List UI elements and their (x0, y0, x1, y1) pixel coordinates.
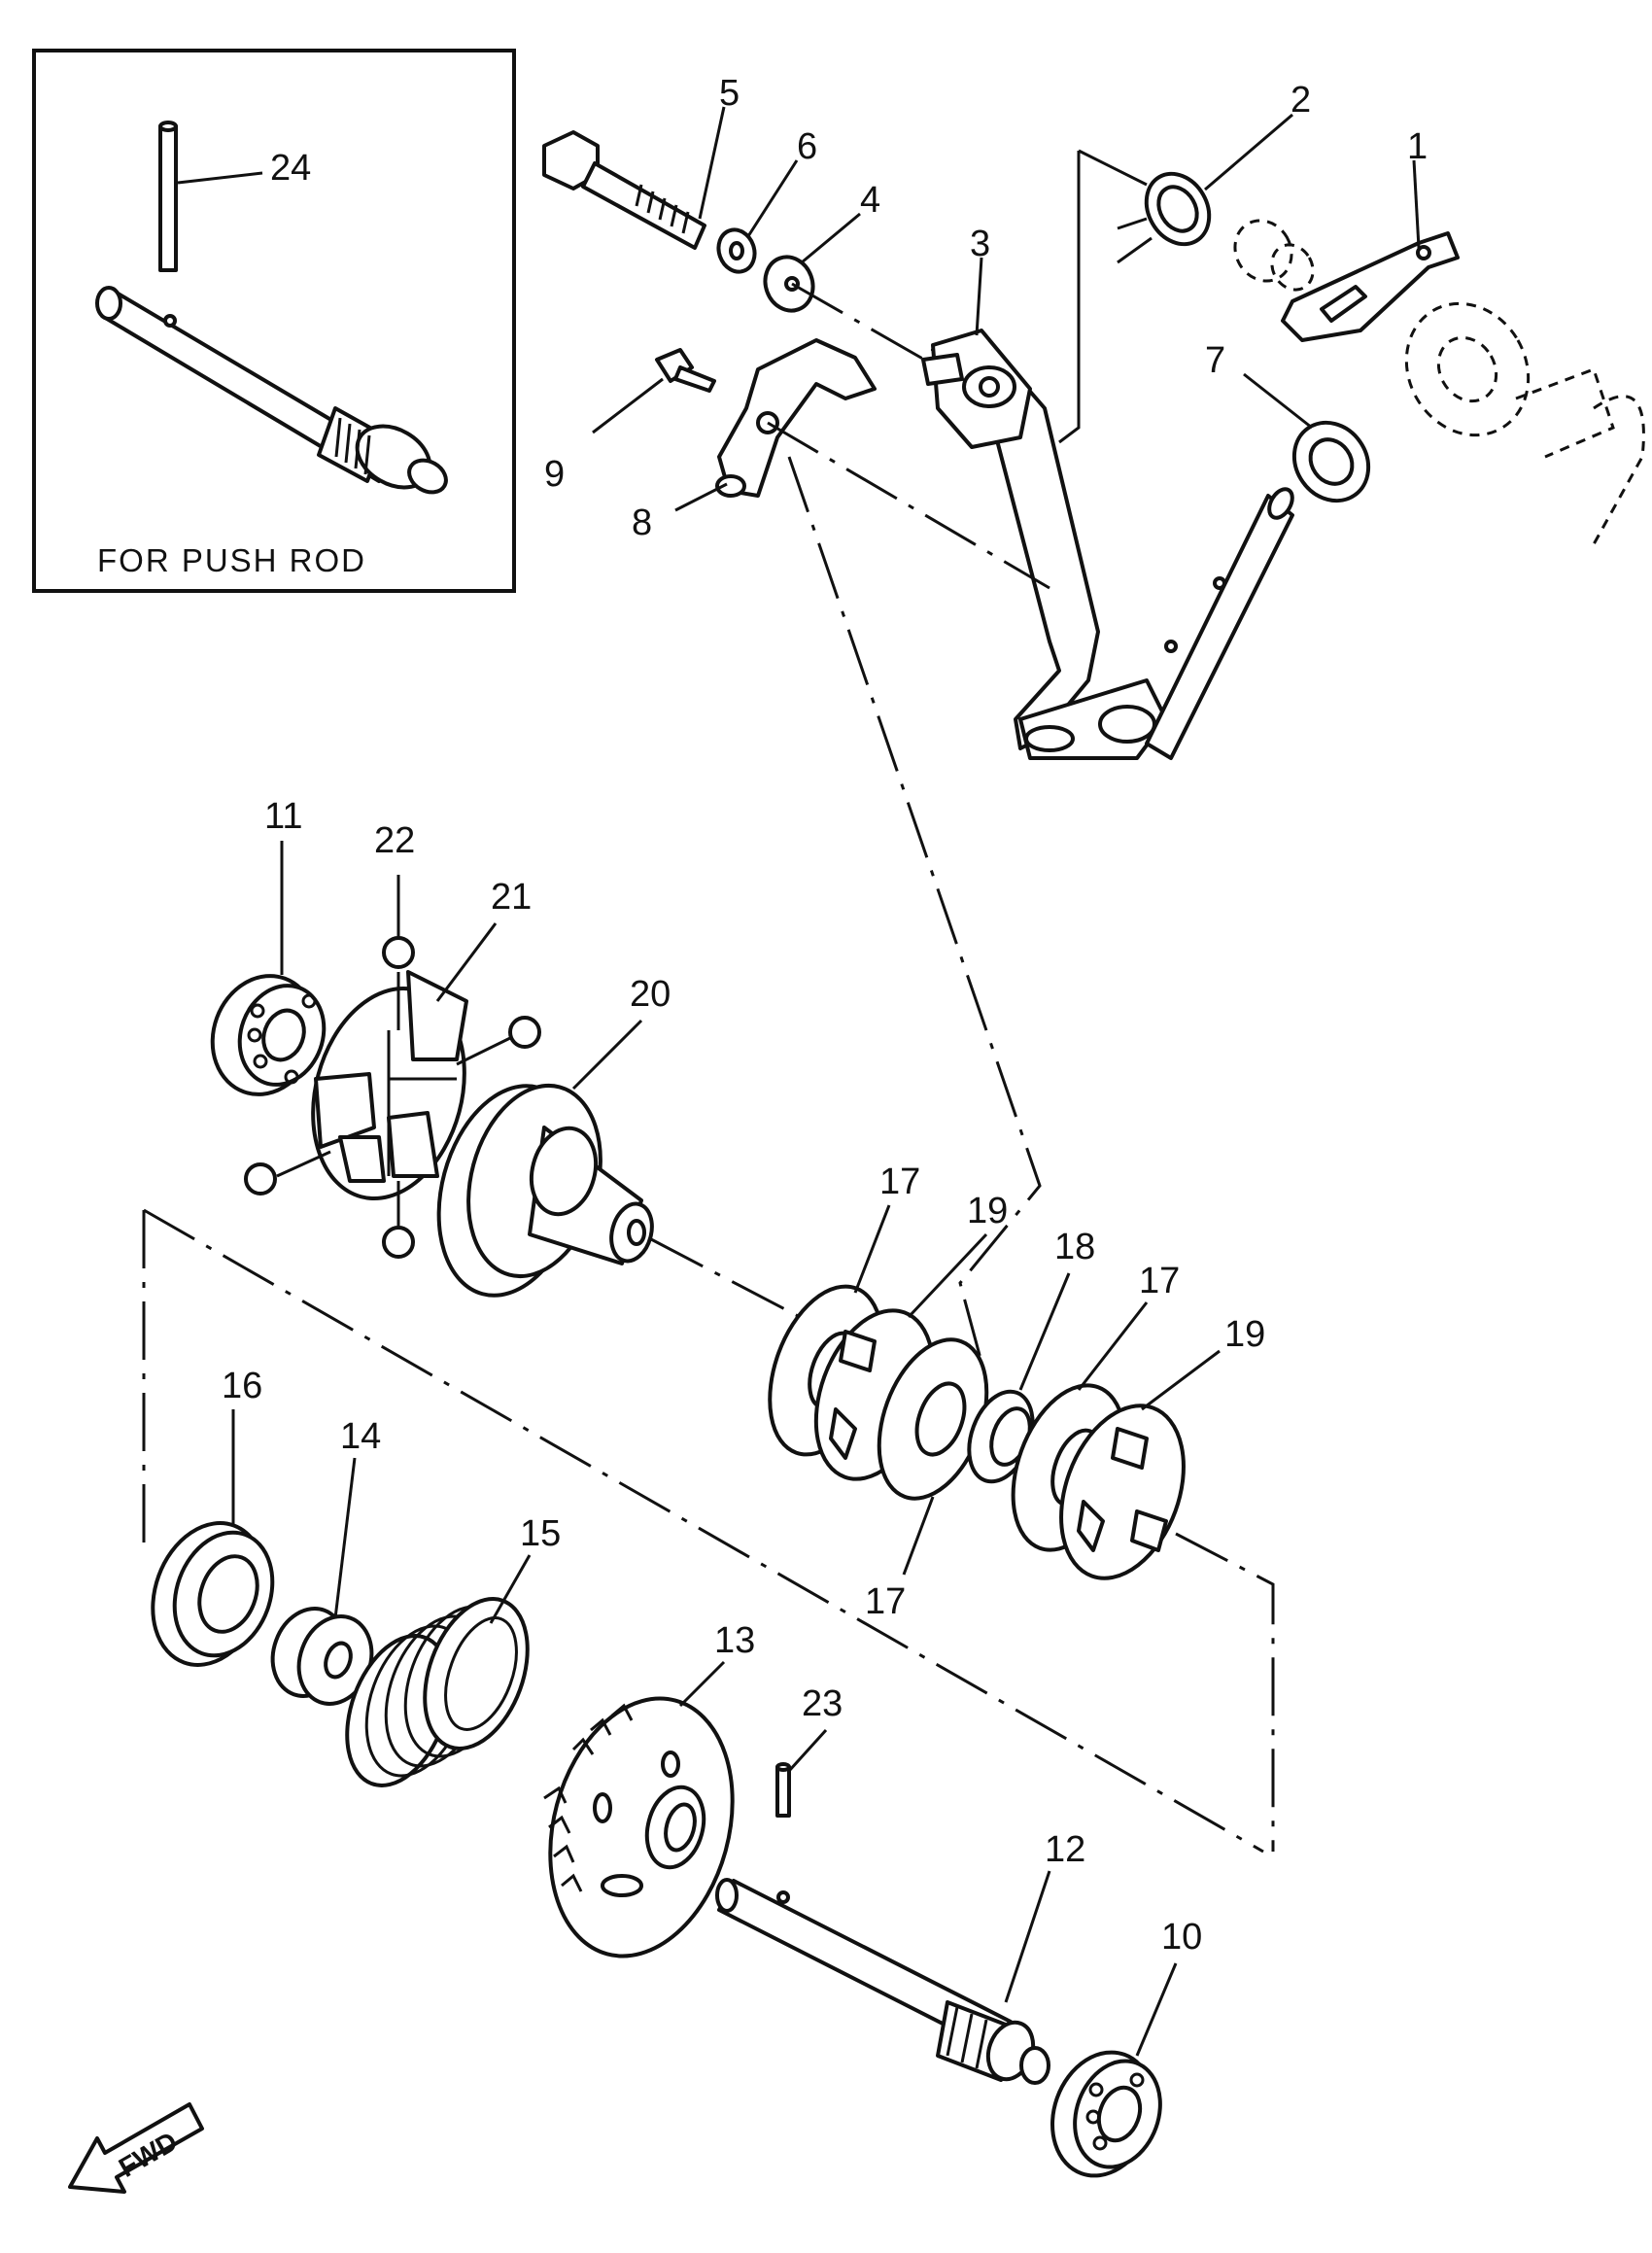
assembly-bracket-line (1058, 151, 1081, 444)
label-23: 23 (802, 1683, 843, 1724)
leader-17b (902, 1496, 935, 1576)
label-19a: 19 (967, 1191, 1008, 1231)
label-24: 24 (270, 148, 311, 189)
label-10: 10 (1161, 1917, 1202, 1958)
part-1-stopper-plate (1281, 231, 1460, 342)
crankcase-ghost (1404, 301, 1645, 545)
leader-17c (1077, 1301, 1149, 1391)
push-rod-shaft (95, 286, 448, 495)
part-13-kick-gear (543, 1696, 735, 1958)
inset-caption: FOR PUSH ROD (97, 542, 366, 578)
leader-5 (698, 106, 726, 220)
leader-9 (592, 377, 664, 434)
label-22: 22 (374, 820, 415, 861)
leader-23 (787, 1728, 828, 1773)
axis-line-3 (787, 456, 1042, 1381)
label-17b: 17 (865, 1581, 906, 1622)
leader-4 (801, 212, 861, 264)
label-12: 12 (1045, 1829, 1085, 1870)
leader-24 (177, 171, 263, 185)
leader-20 (571, 1019, 643, 1091)
label-6: 6 (797, 126, 817, 167)
part-19-spring-plate-b (1059, 1404, 1186, 1580)
axis-line-2 (767, 421, 1050, 590)
part-5-bolt (542, 130, 706, 250)
label-13: 13 (714, 1620, 755, 1661)
label-15: 15 (520, 1513, 561, 1554)
leader-14 (333, 1457, 357, 1619)
part-4-washer (763, 255, 815, 313)
part-8-bracket (715, 338, 877, 498)
label-11: 11 (264, 796, 302, 837)
part-24-pin (158, 121, 178, 272)
leader-19a (907, 1232, 988, 1319)
part-2-torsion-spring (1117, 171, 1212, 264)
part-15-coil-spring (345, 1597, 530, 1787)
part-23-pin (775, 1762, 791, 1818)
label-17a: 17 (879, 1161, 920, 1202)
label-21: 21 (491, 877, 532, 918)
leader-21 (435, 922, 498, 1002)
label-3: 3 (970, 224, 990, 264)
label-18: 18 (1054, 1227, 1095, 1267)
label-5: 5 (719, 73, 740, 114)
part-12-kick-axle (715, 1878, 1050, 2085)
axis-line-1 (791, 282, 934, 366)
leader-19b (1141, 1349, 1221, 1411)
part-10-bearing (1050, 2050, 1162, 2178)
part-9-screw (655, 348, 716, 393)
part-14-bushing (270, 1607, 374, 1706)
label-20: 20 (630, 974, 671, 1015)
leader-12 (1004, 1870, 1051, 2003)
label-9: 9 (544, 454, 565, 495)
leader-8 (674, 482, 728, 512)
part-22-balls (244, 936, 541, 1259)
part-21-ratchet-holder (311, 970, 468, 1201)
label-8: 8 (632, 503, 652, 543)
frame-line-right (1175, 1532, 1275, 1852)
leader-15 (489, 1554, 532, 1624)
push-rod-inset: FOR PUSH ROD 24 (32, 49, 516, 593)
leader-7 (1243, 372, 1313, 430)
leader-2 (1204, 113, 1293, 191)
leader-10 (1135, 1962, 1178, 2057)
label-17c: 17 (1139, 1261, 1180, 1301)
kick-axle (1145, 487, 1294, 760)
part-6-spring-washer (716, 227, 757, 274)
label-2: 2 (1291, 80, 1311, 121)
leader-18 (1018, 1272, 1071, 1391)
part-20-ratchet-wheel (436, 1083, 654, 1298)
part-3-kick-lever (921, 329, 1168, 760)
label-1: 1 (1407, 126, 1428, 167)
frame-line-upper (143, 1208, 1264, 1854)
leader-6 (746, 159, 799, 237)
label-19b: 19 (1224, 1314, 1265, 1355)
label-4: 4 (860, 180, 880, 221)
leader-17a (853, 1204, 891, 1294)
label-7: 7 (1205, 340, 1225, 381)
leader-13 (678, 1660, 726, 1708)
leader-3 (975, 257, 983, 336)
part-7-oil-seal (1291, 420, 1371, 503)
part-11-bearing (210, 974, 327, 1096)
leader-1 (1412, 159, 1421, 249)
label-16: 16 (222, 1366, 262, 1406)
inset-frame (32, 49, 516, 593)
label-14: 14 (340, 1416, 381, 1457)
spring-spacer-ghost (1233, 219, 1315, 292)
fwd-arrow-icon: FWD (68, 2102, 204, 2194)
part-16-oil-seal (151, 1521, 275, 1667)
